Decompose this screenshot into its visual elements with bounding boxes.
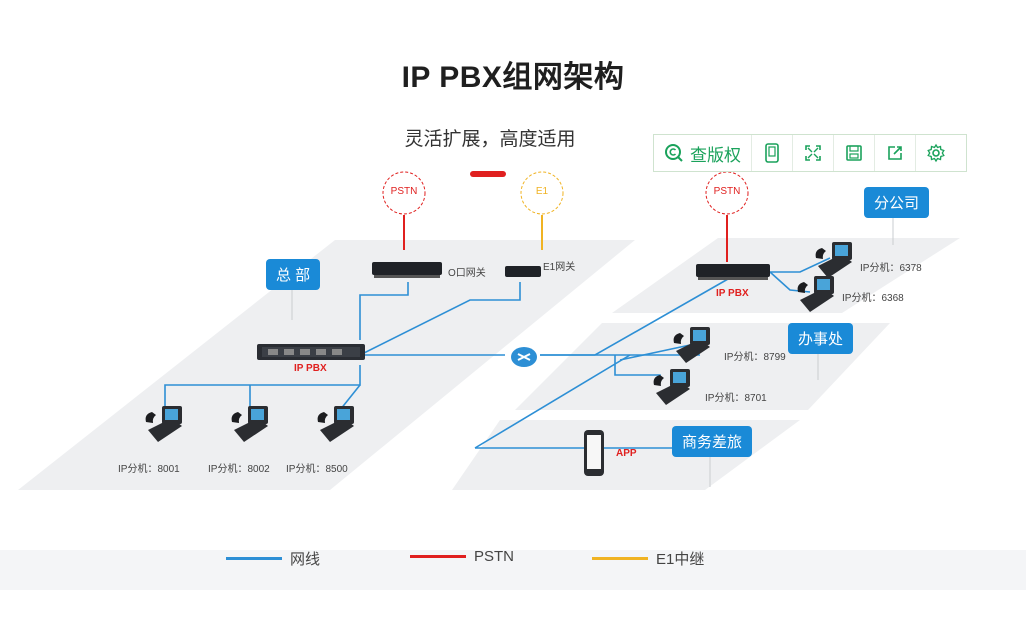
router — [511, 347, 537, 367]
pstn-right-label: PSTN — [713, 186, 741, 197]
copyright-search-button[interactable]: 查版权 — [654, 135, 752, 171]
ippbx-hq-device — [257, 344, 365, 360]
share-button[interactable] — [875, 135, 916, 171]
e1-circle — [520, 171, 564, 215]
branch-platform — [612, 238, 960, 313]
copyright-search-icon — [665, 144, 683, 162]
ext-label: IP分机：6368 — [842, 293, 904, 304]
ext-label: IP分机：8500 — [286, 464, 348, 475]
phone-view-button[interactable] — [752, 135, 793, 171]
save-button[interactable] — [834, 135, 875, 171]
e1-label: E1 — [535, 186, 549, 197]
page-title: IP PBX组网架构 — [401, 61, 625, 94]
phone-view-icon — [765, 143, 779, 163]
fullscreen-button[interactable] — [793, 135, 834, 171]
ippbx-branch-label: IP PBX — [716, 288, 749, 299]
app-label: APP — [616, 448, 637, 459]
ext-label: IP分机：8002 — [208, 464, 270, 475]
o-gateway-label: O口网关 — [448, 268, 486, 279]
legend-band — [0, 550, 1026, 590]
fullscreen-icon — [805, 145, 821, 161]
travel-tag: 商务差旅 — [672, 426, 753, 457]
ext-label: IP分机：8001 — [118, 464, 180, 475]
page-subtitle: 灵活扩展，高度适用 — [404, 129, 576, 150]
legend-item-pstn: PSTN — [410, 548, 514, 565]
image-toolbar: 查版权 — [653, 134, 967, 172]
share-icon — [888, 146, 902, 160]
legend-item-e1: E1中继 — [592, 548, 704, 569]
o-gateway-device — [372, 262, 442, 278]
branch-tag: 分公司 — [864, 187, 930, 218]
pstn-left-circle — [382, 171, 426, 215]
ippbx-hq-label: IP PBX — [294, 363, 327, 374]
ext-label: IP分机：8799 — [724, 352, 786, 363]
copyright-search-label: 查版权 — [690, 145, 741, 165]
pstn-left-label: PSTN — [390, 186, 418, 197]
legend-label: PSTN — [474, 548, 515, 565]
e1-gateway-device — [505, 266, 541, 277]
legend-label: E1中继 — [656, 551, 705, 568]
settings-button[interactable] — [916, 135, 956, 171]
hq-tag: 总 部 — [266, 259, 321, 290]
office-tag: 办事处 — [788, 323, 854, 354]
legend-label: 网线 — [290, 551, 321, 568]
legend-line-e1 — [592, 557, 648, 560]
legend-line-pstn — [410, 555, 466, 558]
save-icon — [846, 145, 862, 161]
title-accent-bar — [470, 171, 506, 177]
mobile-phone — [584, 430, 604, 476]
e1-gateway-label: E1网关 — [543, 262, 576, 273]
legend-item-net: 网线 — [226, 548, 320, 569]
ext-label: IP分机：8701 — [705, 393, 767, 404]
ext-label: IP分机：6378 — [860, 263, 922, 274]
settings-icon — [927, 143, 945, 163]
pstn-right-circle — [705, 171, 749, 215]
legend-line-net — [226, 557, 282, 560]
ippbx-branch-device — [696, 264, 770, 280]
